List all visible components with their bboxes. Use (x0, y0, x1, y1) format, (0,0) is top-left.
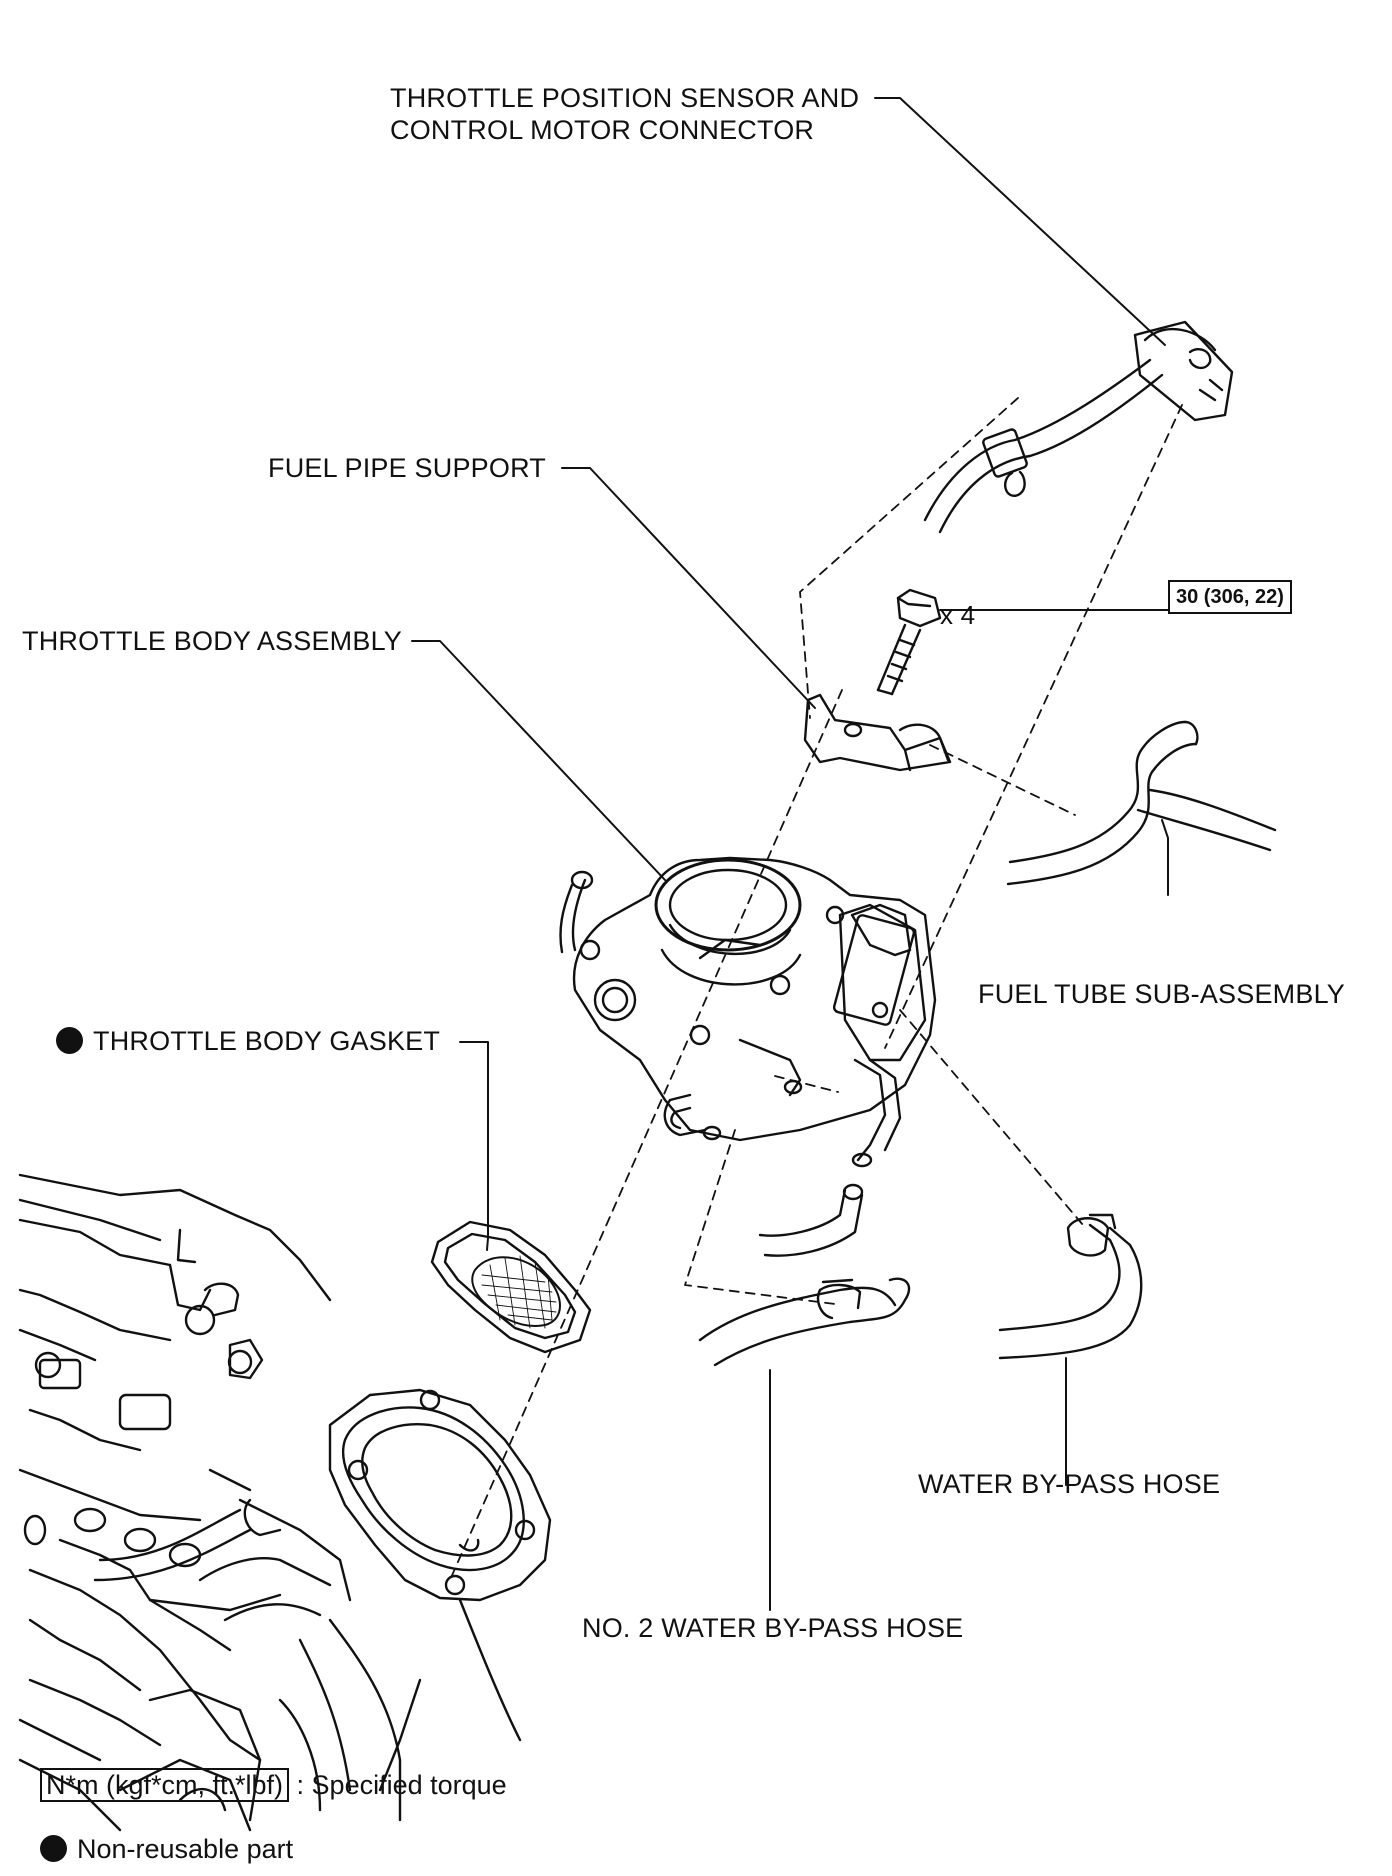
label-throttle-sensor-line1: THROTTLE POSITION SENSOR AND (390, 83, 860, 113)
label-throttle-body-assembly: THROTTLE BODY ASSEMBLY (22, 626, 403, 656)
legend-nonreusable-icon (40, 1835, 67, 1862)
engine-intake-manifold (18, 1173, 552, 1832)
dashed-alignment-lines (449, 397, 1183, 1581)
legend-torque-text: : Specified torque (296, 1770, 507, 1800)
fuel-tube (1006, 720, 1277, 886)
water-bypass-hose (998, 1213, 1143, 1360)
no2-water-bypass-hose (698, 1277, 911, 1367)
label-no2-water-bypass-hose: NO. 2 WATER BY-PASS HOSE (582, 1613, 964, 1643)
label-throttle-body-gasket-text: THROTTLE BODY GASKET (93, 1026, 441, 1056)
fuel-pipe-support-bracket (803, 693, 952, 772)
legend-torque: N*m (kgf*cm, ft.*lbf) : Specified torque (40, 1768, 507, 1802)
legend-nonreusable: Non-reusable part (40, 1832, 293, 1866)
label-fuel-pipe-support: FUEL PIPE SUPPORT (268, 453, 546, 483)
label-throttle-body-gasket: THROTTLE BODY GASKET (56, 1025, 440, 1057)
legend-nonreusable-text: Non-reusable part (77, 1834, 294, 1864)
connector-harness (923, 320, 1234, 534)
label-fuel-tube: FUEL TUBE SUB-ASSEMBLY (978, 979, 1346, 1009)
hose-fragment (758, 1183, 864, 1257)
label-bolt-quantity: x 4 (940, 600, 976, 630)
torque-spec-box: 30 (306, 22) (1168, 580, 1292, 614)
throttle-body-gasket (430, 1220, 592, 1354)
legend-torque-unit: N*m (kgf*cm, ft.*lbf) (40, 1768, 290, 1802)
label-water-bypass-hose: WATER BY-PASS HOSE (918, 1469, 1221, 1499)
throttle-body-assembly (559, 856, 937, 1168)
leader-lines (411, 97, 1169, 1611)
bolt (876, 588, 942, 696)
nonreusable-icon (56, 1027, 83, 1054)
label-throttle-sensor-line2: CONTROL MOTOR CONNECTOR (390, 115, 815, 145)
